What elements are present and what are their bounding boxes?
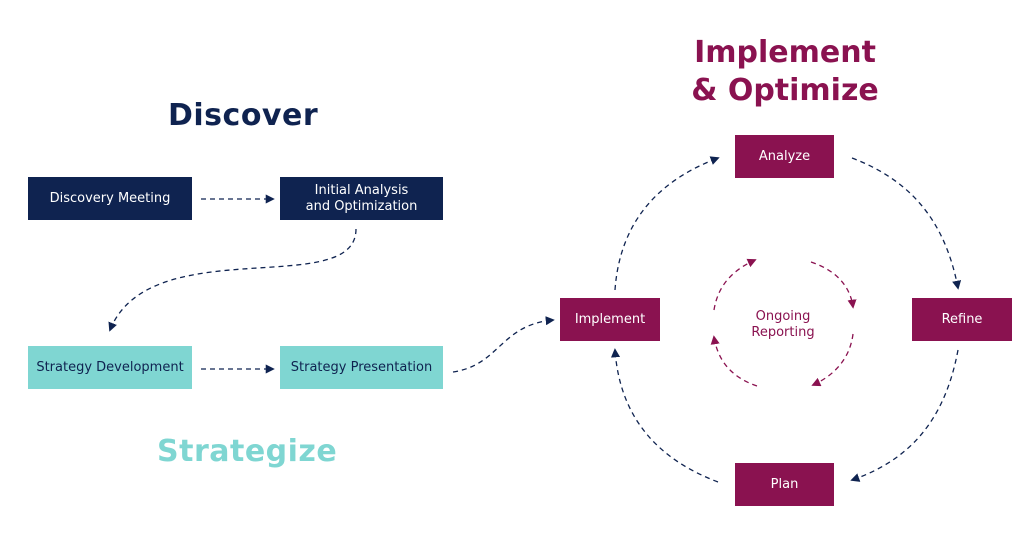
node-plan: Plan	[735, 463, 834, 506]
section-title-line-1: Implement	[694, 35, 876, 70]
cycle-arc-top-right	[810, 261, 857, 309]
section-title-strategize: Strategize	[157, 434, 338, 469]
node-analyze: Analyze	[735, 135, 834, 178]
node-initial-analysis-line-1: Initial Analysis	[314, 182, 409, 198]
section-title-discover: Discover	[168, 98, 319, 133]
node-strategy-development: Strategy Development	[28, 346, 192, 389]
node-strategy-presentation: Strategy Presentation	[280, 346, 443, 389]
arrow-implement-to-analyze	[614, 156, 720, 291]
node-refine: Refine	[912, 298, 1012, 341]
section-title-implement-optimize: Implement & Optimize	[690, 34, 880, 110]
node-initial-analysis-line-2: and Optimization	[305, 198, 418, 214]
arrow-refine-to-plan	[850, 349, 959, 482]
section-title-line-2: & Optimize	[691, 73, 879, 108]
arrow-analyze-to-refine	[851, 157, 962, 290]
node-implement: Implement	[560, 298, 660, 341]
ongoing-reporting-line-2: Reporting	[751, 325, 815, 340]
ongoing-reporting-line-1: Ongoing	[755, 309, 811, 324]
node-discovery-meeting: Discovery Meeting	[28, 177, 192, 220]
cycle-arc-bottom-left	[710, 335, 758, 387]
arrow-stratpres-to-implement	[452, 316, 555, 373]
cycle-arc-top-left	[713, 258, 757, 311]
ongoing-reporting-label: Ongoing Reporting	[730, 309, 836, 341]
node-initial-analysis: Initial Analysis and Optimization	[280, 177, 443, 220]
cycle-arc-bottom-right	[811, 333, 854, 387]
arrow-analysis-to-stratdev	[108, 228, 357, 332]
arrow-plan-to-implement	[610, 348, 719, 483]
